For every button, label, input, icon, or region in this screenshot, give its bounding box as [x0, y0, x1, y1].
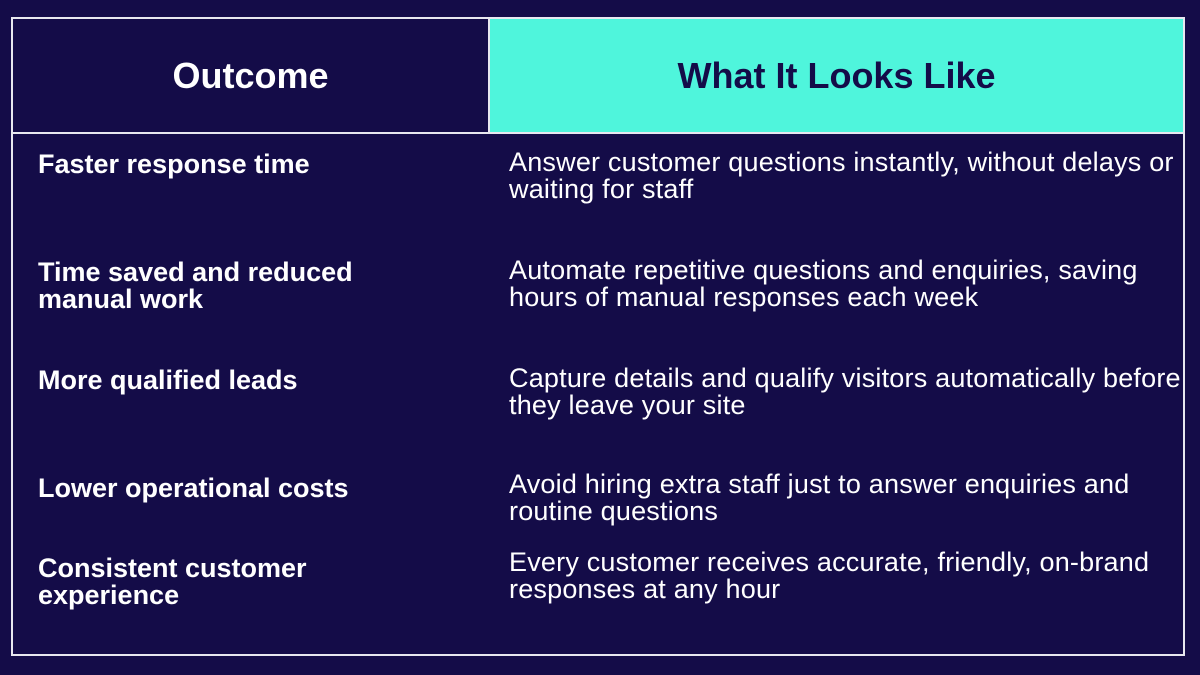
outcome-cell: Time saved and reduced manual work	[38, 257, 353, 314]
outcomes-table: Outcome What It Looks Like Faster respon…	[11, 17, 1185, 656]
header-outcome: Outcome	[13, 19, 490, 132]
description-cell: Avoid hiring extra staff just to answer …	[509, 469, 1130, 526]
outcome-cell: Lower operational costs	[38, 473, 349, 503]
description-cell: Every customer receives accurate, friend…	[509, 547, 1150, 604]
outcome-cell: Consistent customer experience	[38, 553, 307, 610]
outcome-cell: Faster response time	[38, 149, 310, 179]
description-cell: Automate repetitive questions and enquir…	[509, 255, 1138, 312]
outcome-cell: More qualified leads	[38, 365, 298, 395]
table-header: Outcome What It Looks Like	[13, 19, 1183, 134]
description-cell: Answer customer questions instantly, wit…	[509, 147, 1174, 204]
description-cell: Capture details and qualify visitors aut…	[509, 363, 1181, 420]
header-what-it-looks-like: What It Looks Like	[490, 19, 1183, 132]
